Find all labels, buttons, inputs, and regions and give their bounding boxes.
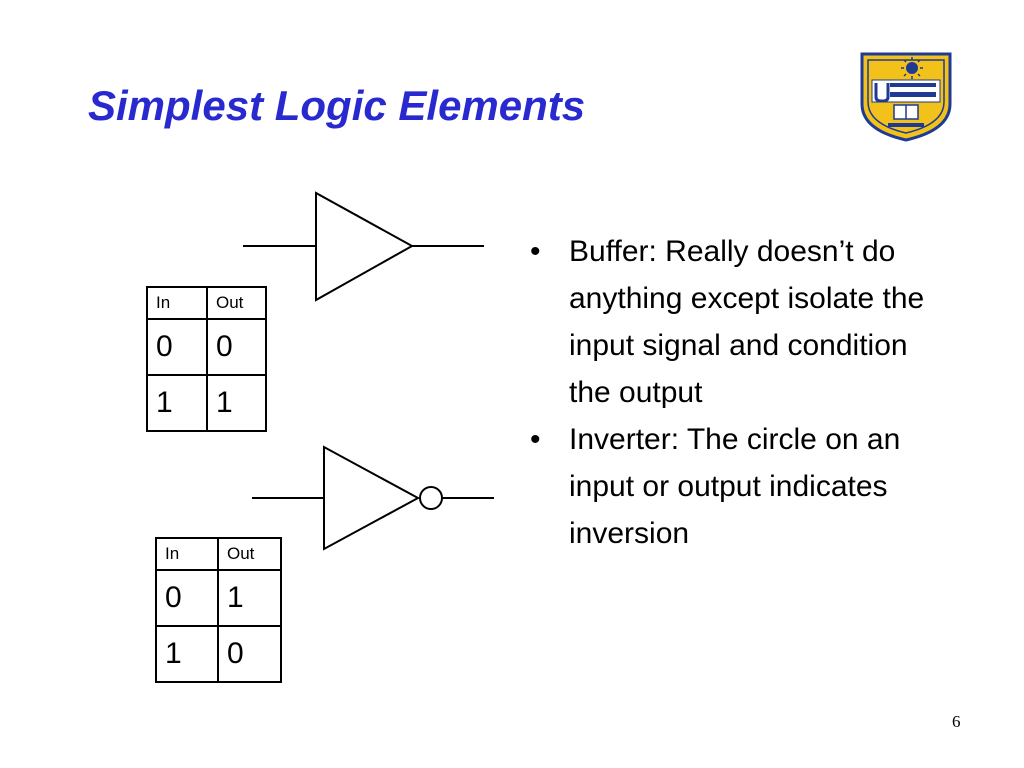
column-header-out: Out [206, 286, 267, 320]
cell-out: 1 [217, 569, 282, 627]
bullet-marker: • [530, 423, 541, 456]
bullet-list: • Buffer: Really doesn’t do anything exc… [530, 228, 950, 557]
table-header-row: In Out [146, 286, 267, 320]
table-row: 1 1 [146, 374, 267, 432]
bullet-text: Inverter: The circle on an input or outp… [569, 423, 901, 550]
bullet-item-inverter: • Inverter: The circle on an input or ou… [530, 416, 950, 557]
column-header-in: In [146, 286, 208, 320]
cell-in: 1 [146, 374, 208, 432]
cell-in: 0 [155, 569, 219, 627]
inverter-gate-icon [252, 445, 494, 551]
column-header-out: Out [217, 537, 282, 571]
bullet-text: Buffer: Really doesn’t do anything excep… [569, 235, 925, 409]
buffer-gate-icon [243, 191, 484, 302]
slide-title: Simplest Logic Elements [88, 82, 586, 129]
bullet-marker: • [530, 235, 541, 268]
inverter-truth-table: In Out 0 1 1 0 [155, 537, 282, 683]
page-number: 6 [952, 712, 961, 731]
university-of-delaware-logo [860, 52, 952, 142]
table-row: 0 1 [155, 569, 282, 627]
table-header-row: In Out [155, 537, 282, 571]
cell-in: 0 [146, 318, 208, 376]
buffer-truth-table: In Out 0 0 1 1 [146, 286, 267, 432]
bullet-item-buffer: • Buffer: Really doesn’t do anything exc… [530, 228, 950, 416]
table-row: 1 0 [155, 625, 282, 683]
cell-out: 0 [217, 625, 282, 683]
cell-out: 0 [206, 318, 267, 376]
cell-in: 1 [155, 625, 219, 683]
cell-out: 1 [206, 374, 267, 432]
inversion-bubble-icon [419, 486, 443, 510]
column-header-in: In [155, 537, 219, 571]
table-row: 0 0 [146, 318, 267, 376]
